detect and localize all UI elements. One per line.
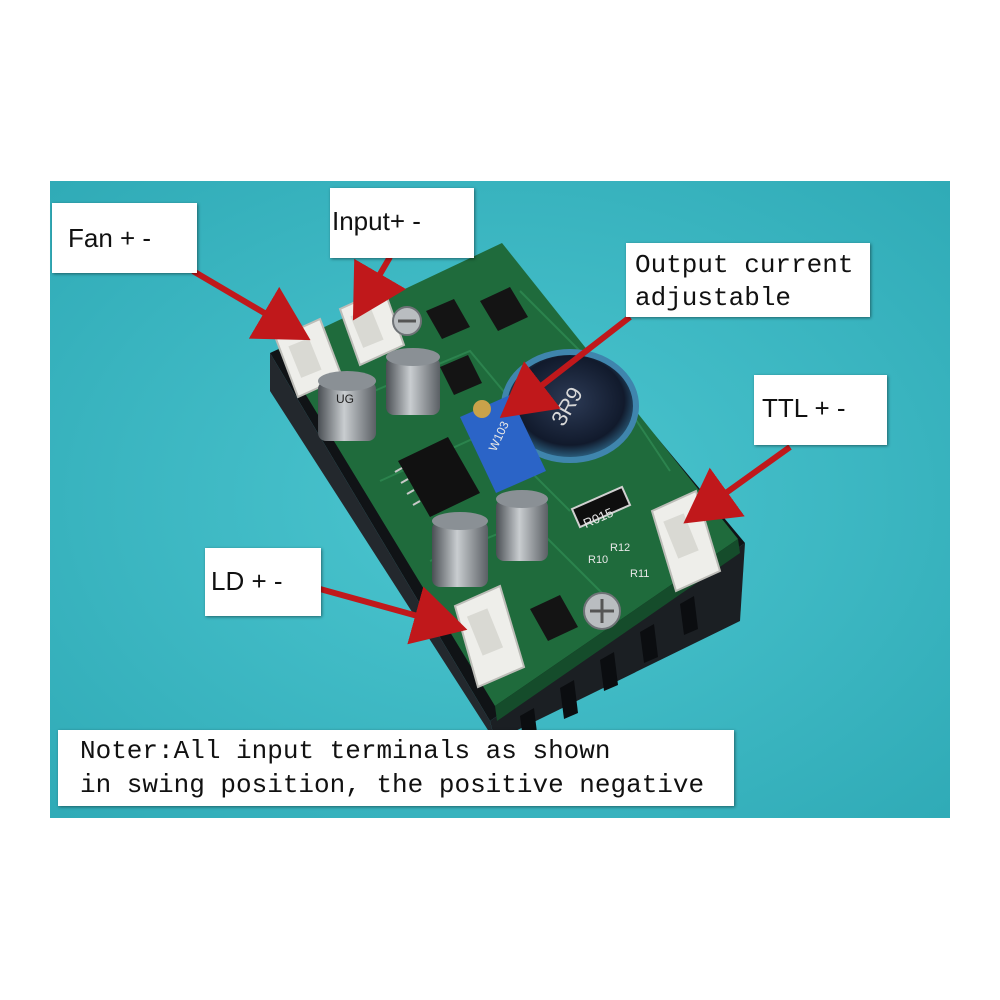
silk-r12: R12 [610,542,630,554]
mosfet-chips [426,287,578,641]
label-fan-text: Fan + - [68,223,152,253]
capacitor-2 [386,348,440,415]
silk-r11: R11 [630,568,649,580]
capacitor-marking: UG [336,392,354,406]
note-line2: in swing position, the positive negative [80,770,705,800]
connector-ld [453,584,526,689]
screw-bottom [583,592,621,630]
capacitor-1: UG [318,371,376,441]
label-ld-text: LD + - [211,566,283,596]
label-output-line1: Output current [635,250,854,280]
potentiometer: W103 [460,395,546,493]
label-output-current: Output current adjustable [626,243,870,317]
arrow-ttl [683,444,792,524]
label-input: Input+ - [330,188,474,258]
label-fan: Fan + - [52,203,197,273]
note-line1: Noter:All input terminals as shown [80,736,611,766]
label-ttl-text: TTL + - [762,393,846,423]
arrow-fan [191,268,311,341]
capacitor-4 [496,490,548,561]
silk-r10: R10 [588,554,608,566]
capacitor-3 [432,512,488,587]
controller-ic [394,437,480,517]
arrow-ld [319,586,468,645]
screw-top [392,306,422,336]
label-ttl: TTL + - [754,375,887,445]
arrow-input [352,255,407,321]
arrow-output [499,314,632,419]
note-box: Noter:All input terminals as shown in sw… [58,730,734,806]
label-input-text: Input+ - [332,206,421,236]
label-output-line2: adjustable [635,283,792,313]
label-ld: LD + - [205,548,321,616]
